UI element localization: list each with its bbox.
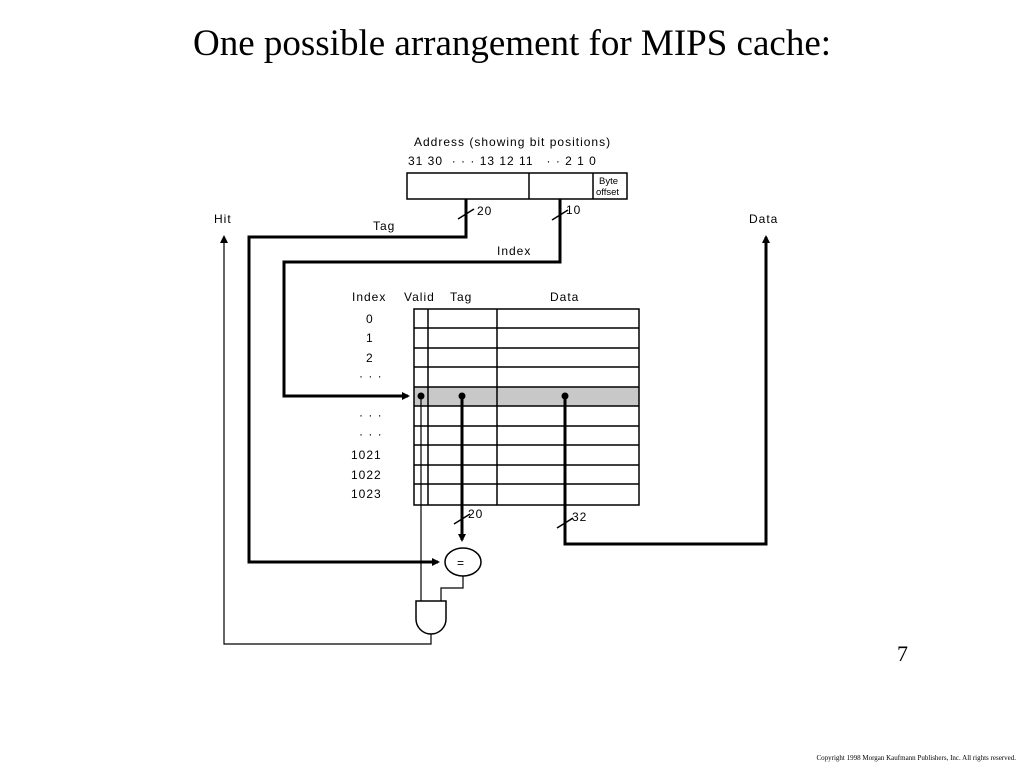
index-width-label: 10 xyxy=(566,203,581,217)
valid-tap-dot xyxy=(417,392,425,400)
comparator-symbol: = xyxy=(457,556,465,570)
tag-width-slash xyxy=(457,208,475,220)
tag-tap-dot xyxy=(458,392,466,400)
byte-offset-label-1: Byte xyxy=(599,176,618,187)
index-row-label: 1022 xyxy=(351,468,382,482)
tag-wire xyxy=(247,199,468,566)
slide-title: One possible arrangement for MIPS cache: xyxy=(192,23,832,64)
index-width-slash xyxy=(551,209,569,221)
index-row-label: 2 xyxy=(366,351,374,365)
copyright-notice: Copyright 1998 Morgan Kaufmann Publisher… xyxy=(816,754,1016,762)
header-valid: Valid xyxy=(404,290,435,304)
bit-positions: 31 30 · · · 13 12 11 · · 2 1 0 xyxy=(408,154,597,168)
index-row-label: · · · xyxy=(359,408,383,422)
data-out-wire xyxy=(563,235,770,546)
hit-label: Hit xyxy=(214,212,232,226)
compare-out-wire xyxy=(440,576,464,601)
comparator: = xyxy=(444,547,482,577)
data-out-width-label: 32 xyxy=(572,510,587,524)
header-index: Index xyxy=(352,290,386,304)
index-row-label: 1 xyxy=(366,331,374,345)
and-gate xyxy=(415,600,447,635)
tag-width-label: 20 xyxy=(477,204,492,218)
index-row-label: · · · xyxy=(359,427,383,441)
tag-out-width-label: 20 xyxy=(468,507,483,521)
selected-row-highlight xyxy=(414,387,639,406)
index-row-label: 1021 xyxy=(351,448,382,462)
index-row-label: · · · xyxy=(359,369,383,383)
header-data: Data xyxy=(550,290,579,304)
tag-out-slash xyxy=(453,513,471,525)
address-title: Address (showing bit positions) xyxy=(414,135,611,149)
cache-table xyxy=(413,308,640,506)
data-tap-dot xyxy=(561,392,569,400)
data-out-label: Data xyxy=(749,212,778,226)
data-out-slash xyxy=(556,517,574,529)
address-register: Byte offset xyxy=(406,172,628,200)
index-row-label: 0 xyxy=(366,312,374,326)
index-row-labels: 0 1 2 · · · · · · · · · 1021 1022 1023 xyxy=(351,312,383,501)
header-tag: Tag xyxy=(450,290,472,304)
page-number: 7 xyxy=(897,641,908,666)
index-wire xyxy=(282,199,562,400)
tag-wire-label: Tag xyxy=(373,219,395,233)
index-wire-label: Index xyxy=(497,244,531,258)
byte-offset-label-2: offset xyxy=(596,187,619,198)
index-row-label: 1023 xyxy=(351,487,382,501)
hit-wire xyxy=(220,235,432,645)
